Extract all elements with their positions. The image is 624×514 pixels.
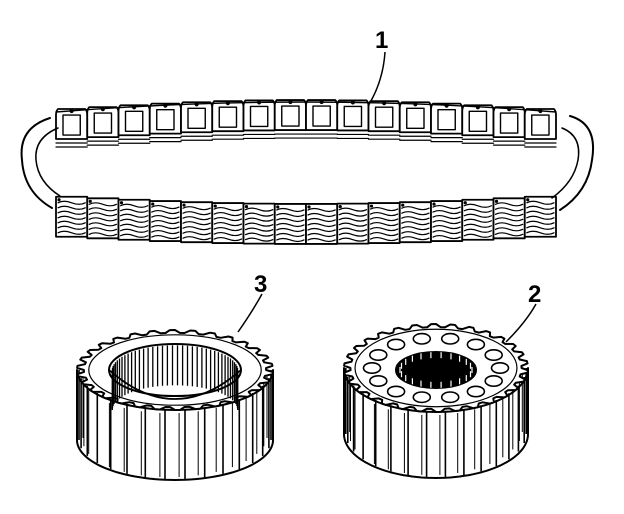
chain-right-end — [559, 115, 594, 211]
chain-link-top — [180, 101, 214, 141]
chain-link-bottom — [242, 202, 276, 245]
chain-link-bottom — [398, 201, 432, 244]
leader-2 — [505, 303, 537, 343]
gear-hole — [386, 338, 406, 351]
gear-hole — [484, 348, 504, 361]
gear-root-circle — [354, 328, 518, 408]
chain-link-top — [86, 106, 120, 146]
chain-bottom-run — [55, 195, 557, 245]
chain-link-bottom — [492, 197, 526, 240]
chain-top-edge — [55, 101, 557, 113]
chain-link-bottom — [180, 201, 214, 244]
gear-hole — [490, 361, 510, 374]
chain-link-top — [461, 104, 495, 144]
gear-hole — [362, 361, 382, 374]
chain-link-top — [398, 101, 432, 141]
chain-link-bottom — [430, 200, 464, 242]
chain-link-bottom — [336, 202, 370, 245]
chain-link-top — [242, 99, 276, 140]
chain-link-top — [273, 99, 307, 139]
chain-top-run — [55, 99, 557, 148]
gear-hole — [386, 385, 406, 398]
callout-1: 1 — [375, 27, 388, 54]
gear-bore — [108, 343, 242, 397]
gear-hole — [368, 348, 388, 361]
chain-link-bottom — [461, 198, 495, 241]
gear-hole — [412, 332, 432, 345]
gear-hole — [412, 391, 432, 404]
callout-leaders — [237, 51, 537, 343]
chain-left-end-inner — [35, 127, 61, 197]
chain-link-top — [55, 108, 89, 148]
leader-3 — [237, 293, 263, 333]
gear-hole — [440, 391, 460, 404]
gear-hole — [466, 385, 486, 398]
gear-hole — [368, 374, 388, 387]
chain-link-bottom — [86, 197, 120, 240]
bore-lower-edge — [108, 369, 242, 400]
leader-1 — [367, 51, 386, 107]
chain-left-end — [20, 117, 53, 209]
chain-link-top — [305, 99, 339, 139]
chain-link-top — [211, 100, 245, 140]
sprocket-gear-drilled — [343, 323, 529, 479]
drive-chain — [20, 99, 594, 245]
chain-link-bottom — [523, 195, 557, 238]
callout-3: 3 — [254, 271, 267, 298]
chain-link-top — [336, 99, 370, 140]
callout-2: 2 — [528, 281, 541, 308]
chain-link-bottom — [211, 202, 245, 244]
gear-hole — [484, 374, 504, 387]
gear-hole — [466, 338, 486, 351]
gear-root-circle — [88, 334, 262, 406]
sprocket-gear-splined — [76, 329, 274, 481]
chain-link-bottom — [55, 195, 89, 238]
chain-link-top — [367, 100, 401, 140]
chain-link-top — [117, 104, 151, 144]
gear-hole — [440, 332, 460, 345]
chain-link-bottom — [117, 198, 151, 241]
chain-link-top — [148, 102, 182, 143]
gear-hub-bore — [395, 351, 477, 389]
chain-link-bottom — [367, 202, 401, 244]
chain-link-bottom — [148, 200, 182, 242]
chain-link-bottom — [305, 203, 339, 245]
chain-right-end-inner — [551, 127, 580, 199]
chain-link-top — [492, 106, 526, 146]
chain-link-bottom — [273, 203, 307, 245]
chain-link-top — [430, 102, 464, 143]
chain-link-top — [523, 108, 557, 148]
